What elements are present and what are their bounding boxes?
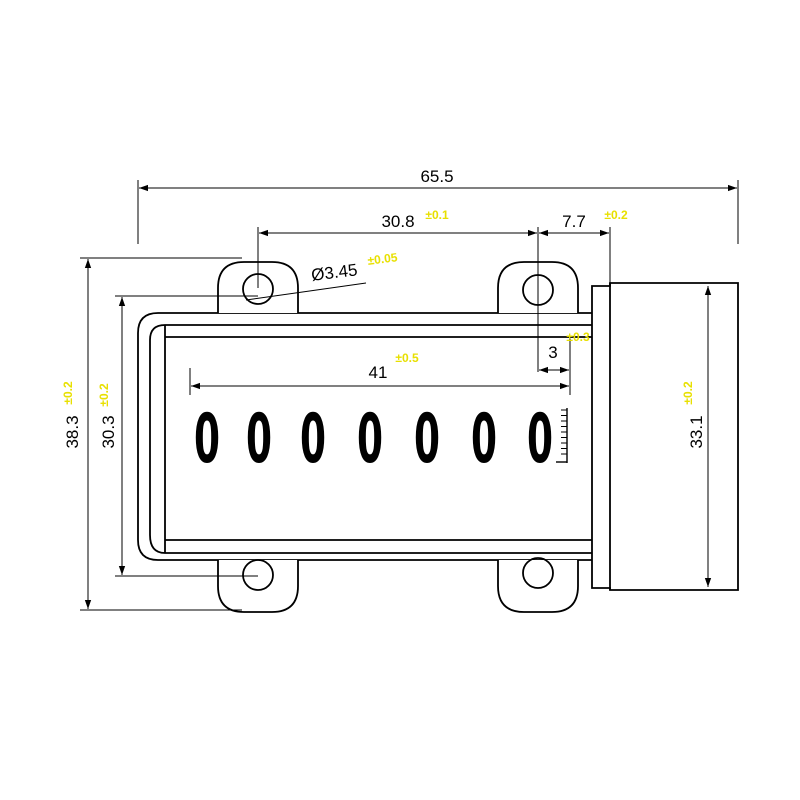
dim-right-height: 33.1 ±0.2 — [681, 286, 712, 587]
digit-1: 0 — [194, 399, 220, 478]
dim-window-width: 41 ±0.5 — [189, 351, 569, 395]
dim-hole-height-value: 30.3 — [99, 415, 118, 448]
dim-overall-height-value: 38.3 — [63, 415, 82, 448]
body-outer-outline — [137, 312, 592, 561]
dim-hole-height: 30.3 ±0.2 — [97, 295, 258, 577]
digit-display: 0 0 0 0 0 0 0 — [194, 399, 568, 478]
dim-edge-offset-tolerance: ±0.3 — [566, 330, 590, 344]
mounting-hole-bottom-left — [242, 559, 274, 591]
body-inner-outline — [149, 324, 592, 554]
graduation-scale — [556, 408, 568, 463]
dim-hole-spacing-value: 30.8 — [381, 212, 414, 231]
dim-window-width-tolerance: ±0.5 — [395, 351, 419, 365]
right-housing — [591, 282, 739, 591]
dim-hole-diameter-value: Ø3.45 — [310, 260, 358, 285]
dim-hole-height-tolerance: ±0.2 — [97, 383, 111, 407]
dim-right-offset-value: 7.7 — [562, 212, 586, 231]
dim-right-height-tolerance: ±0.2 — [681, 381, 695, 405]
dim-right-offset: 7.7 ±0.2 — [539, 208, 628, 283]
dim-overall-width: 65.5 — [137, 167, 739, 244]
digit-5: 0 — [414, 399, 440, 478]
counter-body — [137, 312, 592, 561]
dim-right-height-value: 33.1 — [687, 415, 706, 448]
dim-right-offset-tolerance: ±0.2 — [604, 208, 628, 222]
dim-window-width-value: 41 — [369, 363, 388, 382]
dim-overall-width-value: 65.5 — [420, 167, 453, 186]
housing-outline — [591, 282, 739, 591]
mounting-hole-bottom-right — [522, 557, 554, 589]
digit-7: 0 — [527, 399, 553, 478]
dim-overall-height: 38.3 ±0.2 — [61, 257, 242, 611]
flange-bottom-right — [497, 560, 579, 613]
digit-3: 0 — [300, 399, 326, 478]
dim-hole-spacing: 30.8 ±0.1 — [257, 208, 539, 372]
flange-bottom-left — [217, 560, 299, 613]
dim-edge-offset-value: 3 — [548, 343, 557, 362]
dim-overall-height-tolerance: ±0.2 — [61, 381, 75, 405]
digit-6: 0 — [471, 399, 497, 478]
dim-edge-offset: 3 ±0.3 — [539, 330, 590, 395]
digit-4: 0 — [357, 399, 383, 478]
dim-hole-diameter-tolerance: ±0.05 — [367, 250, 399, 268]
digit-2: 0 — [246, 399, 272, 478]
dim-hole-spacing-tolerance: ±0.1 — [425, 208, 449, 222]
